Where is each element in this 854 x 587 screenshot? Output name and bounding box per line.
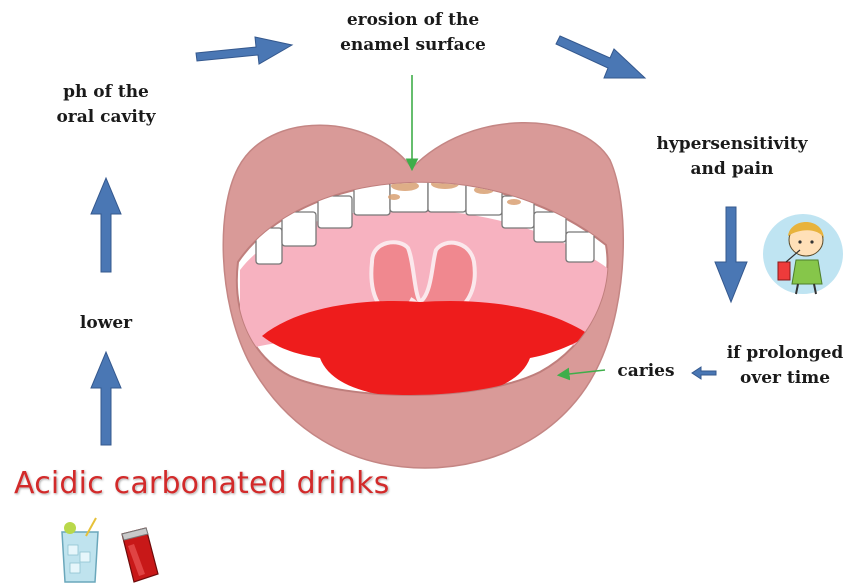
label-ph: ph of the oral cavity bbox=[32, 80, 180, 130]
label-caries: caries bbox=[608, 359, 684, 384]
up-arrow-lower bbox=[91, 352, 121, 445]
child-drinking-icon bbox=[763, 214, 843, 294]
diagonal-arrow-top-right bbox=[556, 36, 645, 78]
mouth-illustration bbox=[223, 123, 623, 468]
right-arrow-top bbox=[196, 37, 292, 64]
drinks-title: Acidic carbonated drinks bbox=[14, 466, 390, 501]
soda-can-icon bbox=[122, 528, 158, 582]
down-arrow-right bbox=[715, 207, 747, 302]
label-lower: lower bbox=[60, 311, 152, 336]
label-hypersensitivity: hypersensitivity and pain bbox=[632, 132, 832, 182]
label-prolonged: if prolonged over time bbox=[712, 341, 854, 391]
up-arrow-upper bbox=[91, 178, 121, 272]
iced-drink-glass-icon bbox=[62, 518, 98, 582]
label-erosion: erosion of the enamel surface bbox=[325, 8, 501, 58]
